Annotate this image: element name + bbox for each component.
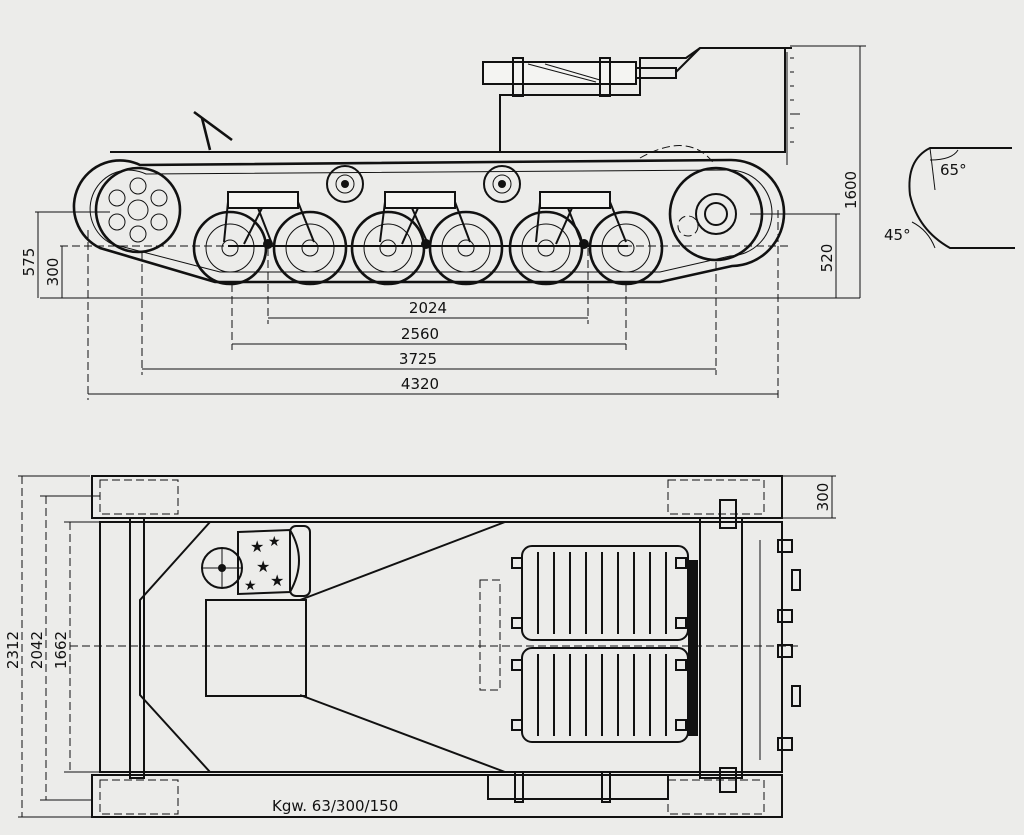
angle-45: 45° bbox=[884, 226, 911, 244]
side-view: 2024 2560 3725 4320 575 300 520 1600 bbox=[20, 45, 866, 400]
dim-575: 575 bbox=[20, 248, 38, 277]
track-outline bbox=[72, 158, 786, 284]
hull-body bbox=[99, 521, 783, 773]
radiator-panels bbox=[511, 545, 698, 743]
svg-text:★: ★ bbox=[270, 571, 284, 590]
dim-1662: 1662 bbox=[52, 631, 70, 669]
suspension-bogies bbox=[223, 191, 628, 249]
dim-300-plan: 300 bbox=[814, 483, 832, 512]
rear-ladder bbox=[782, 47, 800, 165]
rear-axle bbox=[699, 499, 801, 793]
dim-4320: 4320 bbox=[401, 375, 439, 393]
steering-wheel-side bbox=[193, 110, 233, 151]
dim-3725: 3725 bbox=[399, 350, 437, 368]
dim-2024: 2024 bbox=[409, 299, 447, 317]
plan-view: ★ ★ ★ ★ ★ bbox=[4, 475, 836, 818]
svg-text:★: ★ bbox=[244, 578, 257, 594]
return-roller-1 bbox=[326, 165, 364, 203]
return-roller-2 bbox=[483, 165, 521, 203]
dim-2312: 2312 bbox=[4, 631, 22, 669]
engine-block bbox=[205, 599, 307, 697]
dim-2042: 2042 bbox=[28, 631, 46, 669]
angle-detail: 65° 45° bbox=[884, 147, 1015, 249]
lower-track bbox=[91, 774, 783, 818]
steering-wheel-plan bbox=[201, 547, 243, 589]
dim-520: 520 bbox=[818, 244, 836, 273]
dim-300-side: 300 bbox=[44, 258, 62, 287]
seat: ★ ★ ★ ★ ★ bbox=[237, 525, 311, 597]
dim-2560: 2560 bbox=[401, 325, 439, 343]
svg-text:★: ★ bbox=[268, 534, 281, 550]
exhaust-cylinder bbox=[482, 47, 701, 97]
drawing-caption: Kgw. 63/300/150 bbox=[272, 797, 398, 815]
svg-text:★: ★ bbox=[256, 557, 270, 576]
front-idler-wheel bbox=[94, 166, 182, 254]
upper-track bbox=[91, 475, 783, 519]
dim-1600: 1600 bbox=[842, 171, 860, 209]
svg-text:★: ★ bbox=[250, 537, 264, 556]
angle-65: 65° bbox=[940, 161, 967, 179]
